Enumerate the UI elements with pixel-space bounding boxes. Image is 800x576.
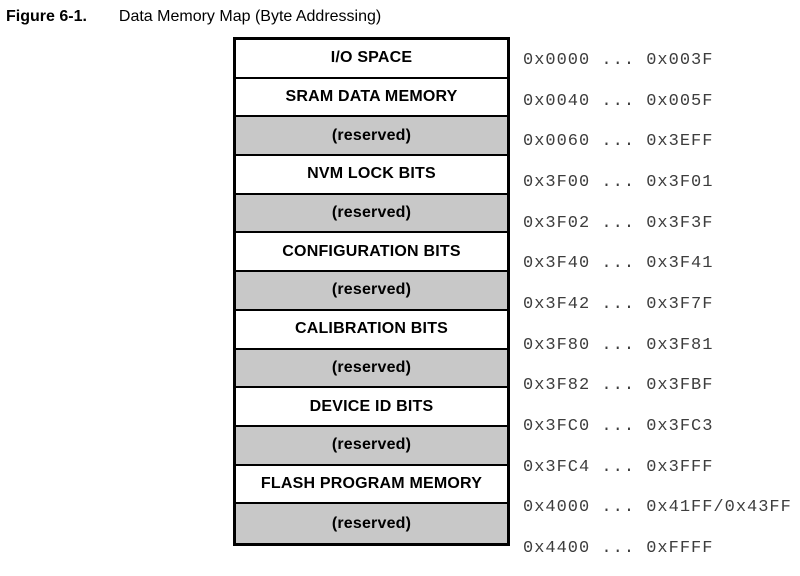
memory-region-label: (reserved)	[331, 281, 412, 299]
memory-region-label: NVM LOCK BITS	[307, 165, 436, 183]
memory-region-address-range: 0x4400 ... 0xFFFF	[523, 539, 714, 559]
memory-region-cell-reserved: (reserved)	[236, 504, 507, 543]
memory-region-address-range: 0x3F02 ... 0x3F3F	[523, 213, 714, 233]
memory-map-table: I/O SPACE SRAM DATA MEMORY (reserved) NVM L…	[233, 37, 510, 546]
memory-region-label: (reserved)	[331, 204, 412, 222]
memory-region-label: (reserved)	[331, 436, 412, 454]
memory-region-label: CONFIGURATION BITS	[282, 242, 461, 260]
memory-region-address-range: 0x3F42 ... 0x3F7F	[523, 294, 714, 314]
memory-region-cell: CONFIGURATION BITS	[236, 233, 507, 273]
memory-region-address-range: 0x3FC0 ... 0x3FC3	[523, 417, 714, 437]
memory-region-address-range: 0x3FC4 ... 0x3FFF	[523, 457, 714, 477]
memory-region-label: FLASH PROGRAM MEMORY	[260, 474, 483, 492]
address-range-column: 0x0000 ... 0x003F 0x0040 ... 0x005F 0x0060…	[523, 37, 792, 569]
memory-region-cell: CALIBRATION BITS	[236, 310, 507, 350]
memory-region-cell: NVM LOCK BITS	[236, 156, 507, 195]
memory-region-address-range: 0x3F82 ... 0x3FBF	[523, 376, 714, 396]
memory-region-cell: DEVICE ID BITS	[236, 388, 507, 427]
data-memory-map: I/O SPACE SRAM DATA MEMORY (reserved) NVM L…	[233, 37, 792, 569]
memory-region-label: (reserved)	[331, 358, 412, 376]
memory-region-address-range: 0x3F40 ... 0x3F41	[523, 254, 714, 274]
figure-caption: Figure 6-1. Data Memory Map (Byte Address…	[6, 8, 381, 26]
memory-region-cell-reserved: (reserved)	[236, 272, 507, 311]
memory-region-label: (reserved)	[331, 126, 412, 144]
memory-region-address-range: 0x0040 ... 0x005F	[523, 91, 714, 111]
figure-title: Data Memory Map (Byte Addressing)	[118, 8, 382, 25]
memory-region-address-range: 0x0000 ... 0x003F	[523, 50, 714, 70]
memory-region-label: I/O SPACE	[330, 49, 413, 67]
memory-region-label: DEVICE ID BITS	[309, 397, 434, 415]
memory-region-cell-reserved: (reserved)	[236, 349, 507, 389]
figure-number: Figure 6-1.	[6, 8, 87, 25]
memory-region-label: CALIBRATION BITS	[294, 320, 449, 338]
memory-region-address-range: 0x3F80 ... 0x3F81	[523, 335, 714, 355]
memory-region-cell: SRAM DATA MEMORY	[236, 78, 507, 118]
memory-region-cell: FLASH PROGRAM MEMORY	[236, 465, 507, 505]
memory-region-cell-reserved: (reserved)	[236, 194, 507, 234]
memory-region-address-range: 0x0060 ... 0x3EFF	[523, 132, 714, 152]
memory-region-cell: I/O SPACE	[236, 40, 507, 79]
memory-region-cell-reserved: (reserved)	[236, 426, 507, 466]
memory-region-address-range: 0x4000 ... 0x41FF/0x43FF	[523, 498, 792, 518]
memory-region-label: (reserved)	[331, 514, 412, 532]
memory-region-address-range: 0x3F00 ... 0x3F01	[523, 172, 714, 192]
memory-region-label: SRAM DATA MEMORY	[285, 88, 458, 106]
memory-region-cell-reserved: (reserved)	[236, 117, 507, 157]
